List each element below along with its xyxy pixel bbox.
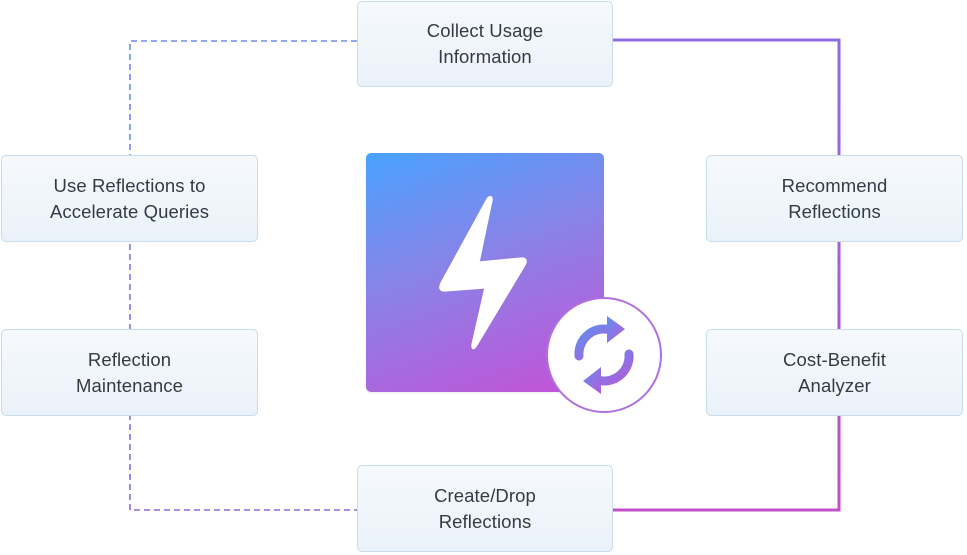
node-label: Cost-Benefit Analyzer [783, 348, 886, 396]
node-label: Reflection Maintenance [75, 348, 184, 396]
node-create-drop-reflections: Create/Drop Reflections [357, 465, 613, 552]
node-label: Use Reflections to Accelerate Queries [49, 174, 210, 222]
dashed-connector [129, 40, 357, 511]
refresh-badge [546, 297, 662, 413]
solid-connector [613, 38, 841, 512]
refresh-cycle-icon [574, 316, 634, 394]
node-reflection-maintenance: Reflection Maintenance [1, 329, 258, 416]
node-recommend-reflections: Recommend Reflections [706, 155, 963, 242]
node-label: Recommend Reflections [781, 174, 888, 222]
node-collect-usage: Collect Usage Information [357, 1, 613, 87]
node-label: Collect Usage Information [426, 20, 544, 67]
lightning-bolt-icon [439, 195, 527, 350]
node-use-reflections: Use Reflections to Accelerate Queries [1, 155, 258, 242]
node-label: Create/Drop Reflections [434, 484, 536, 532]
node-cost-benefit-analyzer: Cost-Benefit Analyzer [706, 329, 963, 416]
